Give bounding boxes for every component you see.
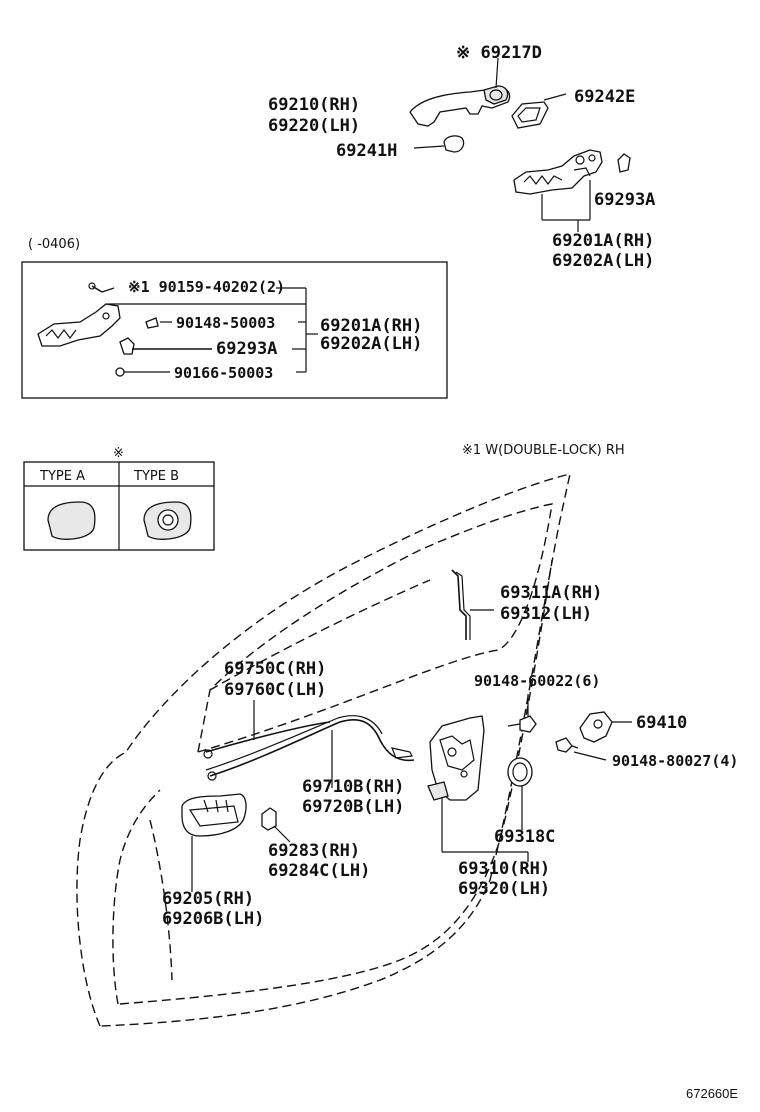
handle-cap-part [483, 85, 509, 105]
type-a-cap-icon [47, 501, 96, 540]
label-69210: 69210(RH) [268, 95, 360, 115]
label-69760c: 69760C(LH) [224, 680, 326, 700]
lock-bolt [507, 694, 537, 733]
variant-box-labels: ※1 90159-40202(2) 90148-50003 69293A 901… [128, 278, 422, 382]
label-69720b: 69720B(LH) [302, 797, 404, 817]
label-69410: 69410 [636, 713, 687, 733]
label-69202a-box: 69202A(LH) [320, 334, 422, 354]
type-b-header: TYPE B [133, 469, 179, 484]
label-90159: ※1 90159-40202(2) [128, 278, 285, 296]
label-69206b: 69206B(LH) [162, 909, 264, 929]
label-69242e: 69242E [574, 87, 635, 107]
label-69201a-box: 69201A(RH) [320, 316, 422, 336]
small-pad-part [443, 135, 465, 153]
door-lock-part [427, 715, 529, 862]
inside-handle-part [181, 793, 247, 892]
striker-part [579, 711, 632, 743]
label-69710b: 69710B(RH) [302, 777, 404, 797]
label-69293a-top: 69293A [594, 190, 655, 210]
inside-handle-clip [261, 807, 291, 843]
label-69283: 69283(RH) [268, 841, 360, 861]
label-69750c: 69750C(RH) [224, 659, 326, 679]
label-90148-80027: 90148-80027(4) [612, 752, 738, 770]
handle-frame-part [513, 149, 603, 195]
outside-handle-group [409, 57, 631, 232]
striker-screw [555, 737, 607, 761]
type-note-label: ※ [113, 446, 124, 461]
label-69220: 69220(LH) [268, 116, 360, 136]
label-69318c: 69318C [494, 827, 555, 847]
label-69293a-box: 69293A [216, 339, 277, 359]
label-69310: 69310(RH) [458, 859, 550, 879]
note-double-lock: ※1 W(DOUBLE-LOCK) RH [462, 443, 625, 458]
label-69205: 69205(RH) [162, 889, 254, 909]
label-90148-50003: 90148-50003 [176, 314, 275, 332]
door-cables [203, 700, 415, 788]
grommet-part [507, 757, 533, 830]
label-69201a-top: 69201A(RH) [552, 231, 654, 251]
reference-code: 672660E [686, 1086, 738, 1101]
door-labels: 69311A(RH) 69312(LH) 90148-60022(6) 6941… [162, 583, 738, 929]
label-69320: 69320(LH) [458, 879, 550, 899]
date-range-label: ( -0406) [28, 237, 80, 252]
top-labels: ※ 69217D 69210(RH) 69220(LH) 69242E 6924… [268, 43, 655, 271]
label-69241h: 69241H [336, 141, 397, 161]
variant-frame-part [37, 303, 121, 347]
label-69217d: ※ 69217D [456, 43, 542, 63]
handle-pad-part [511, 101, 549, 129]
label-69312: 69312(LH) [500, 604, 592, 624]
variant-box [21, 261, 448, 399]
label-69284c: 69284C(LH) [268, 861, 370, 881]
door-outline [76, 473, 571, 1027]
door-rod [451, 569, 494, 640]
type-table: TYPE A TYPE B [23, 461, 215, 551]
frame-clip-part [617, 153, 631, 173]
label-69311a: 69311A(RH) [500, 583, 602, 603]
label-69202a-top: 69202A(LH) [552, 251, 654, 271]
label-90166: 90166-50003 [174, 364, 273, 382]
label-90148-60022: 90148-60022(6) [474, 672, 600, 690]
variant-box-parts [37, 282, 318, 377]
type-a-header: TYPE A [39, 469, 85, 484]
